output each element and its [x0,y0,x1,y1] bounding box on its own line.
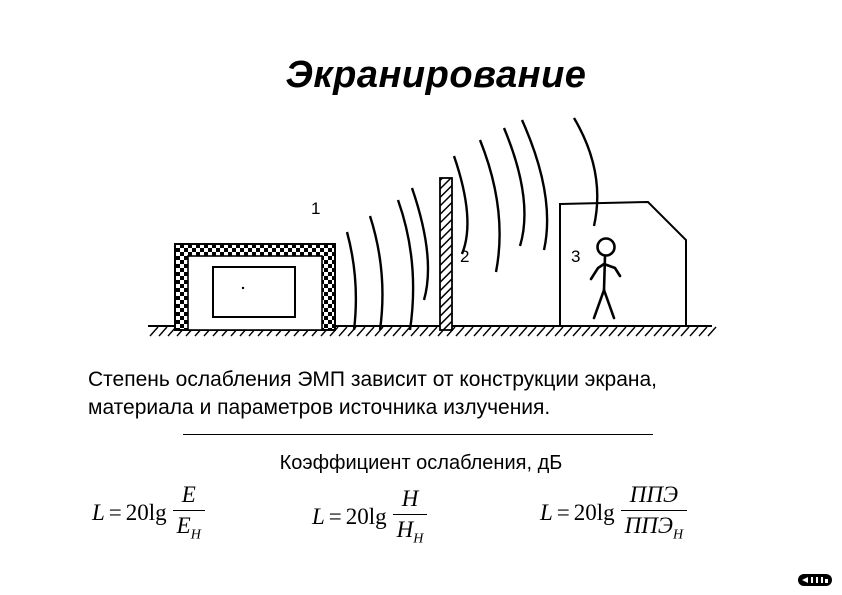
formula-lhs: L [540,499,553,525]
shield-screen [439,177,453,331]
formula-fraction: ППЭ ППЭН [620,482,688,544]
formula-e: L = 20lg E EН [92,482,205,544]
formula-eq: = [328,503,342,529]
formula-denominator: EН [176,513,201,543]
formula-ppe: L = 20lg ППЭ ППЭН [540,482,688,544]
person-figure [589,237,622,320]
formula-lhs: L [92,499,105,525]
description-line-2: материала и параметров источника излучен… [88,396,551,419]
formula-h: L = 20lg H HН [312,486,428,548]
formula-lhs: L [312,503,325,529]
formula-fraction: H HН [392,486,428,548]
formula-denominator: HН [396,517,424,547]
formula-numerator: ППЭ [629,482,679,507]
description: Степень ослабления ЭМП зависит от констр… [88,366,657,422]
formula-coef: 20lg [125,499,167,525]
page-title: Экранирование [285,54,587,96]
formula-eq: = [108,499,122,525]
label-shield: 2 [460,247,470,266]
formula-numerator: H [401,486,419,511]
formula-numerator: E [181,482,196,507]
formula-fraction: E EН [172,482,205,544]
formula-denominator: ППЭН [624,513,684,543]
corner-logo-icon [798,574,832,586]
emission-waves [345,117,599,331]
radiation-source-enclosure [174,243,336,331]
formula-eq: = [556,499,570,525]
subheading: Коэффициент ослабления, дБ [279,452,563,474]
formula-coef: 20lg [345,503,387,529]
label-source: 1 [311,199,321,218]
divider [183,434,653,435]
protected-room [559,200,687,327]
description-line-1: Степень ослабления ЭМП зависит от констр… [88,368,658,391]
formula-coef: 20lg [573,499,615,525]
label-room: 3 [571,247,581,266]
